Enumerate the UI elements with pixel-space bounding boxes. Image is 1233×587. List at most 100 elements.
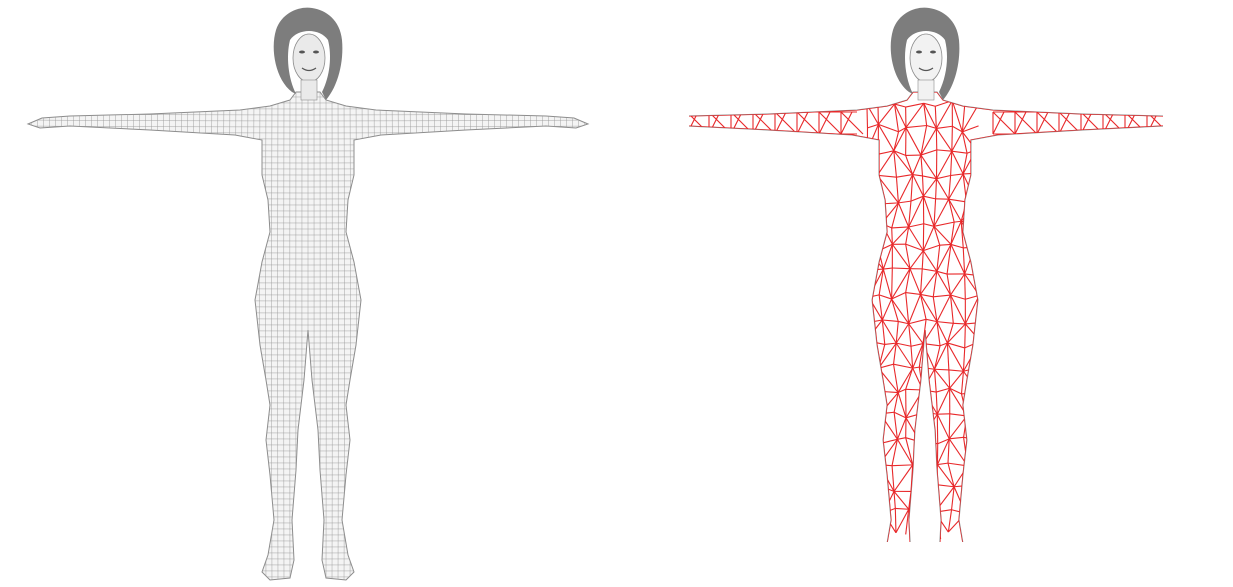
cage-edge — [965, 324, 966, 348]
mesh-line — [157, 90, 159, 587]
cage-edge — [923, 390, 926, 412]
cage-edge — [867, 104, 868, 127]
cage-edge — [877, 154, 878, 175]
cage-edge — [865, 173, 866, 202]
mesh-line — [20, 546, 600, 547]
mesh-line — [410, 90, 411, 587]
mesh-line — [20, 582, 600, 583]
mesh-line — [434, 90, 435, 587]
mesh-line — [193, 90, 194, 587]
cage-edge — [952, 126, 953, 151]
mesh-line — [20, 552, 600, 553]
mesh-line — [217, 90, 218, 587]
cage-figure — [617, 0, 1233, 587]
mesh-line — [20, 510, 600, 511]
cage-edge — [869, 465, 879, 466]
mesh-line — [253, 90, 254, 587]
mesh-line — [20, 570, 600, 571]
mesh-line — [458, 90, 460, 587]
cage-edge — [868, 466, 869, 487]
mesh-line — [41, 90, 44, 587]
mesh-line — [72, 90, 74, 587]
mesh-line — [138, 90, 140, 587]
mesh-line — [20, 390, 600, 391]
cage-edge — [966, 513, 982, 538]
mesh-line — [476, 90, 478, 587]
cage-edge — [878, 102, 895, 104]
cage-edge — [867, 151, 868, 173]
mesh-line — [241, 90, 242, 587]
cage-edge — [949, 370, 950, 388]
mesh-line — [572, 90, 575, 587]
mesh-line — [223, 90, 224, 587]
mesh-line — [17, 90, 20, 587]
dense-mesh-figure — [0, 0, 616, 587]
mesh-line — [20, 516, 600, 517]
mesh-line — [524, 90, 526, 587]
neck — [918, 80, 934, 100]
mesh-line — [380, 90, 381, 587]
cage-edge — [865, 202, 884, 204]
mesh-line — [548, 90, 550, 587]
cage-edge — [922, 463, 923, 491]
mesh-line — [20, 432, 600, 433]
mesh-line — [20, 408, 600, 409]
mesh-line — [20, 528, 600, 529]
mesh-line — [20, 438, 600, 439]
mesh-line — [20, 492, 600, 493]
cage-edge — [968, 466, 976, 487]
mesh-line — [66, 90, 68, 587]
mesh-line — [20, 468, 600, 469]
mesh-line — [596, 90, 599, 587]
face — [910, 34, 942, 82]
mesh-line — [47, 90, 50, 587]
neck — [301, 80, 317, 100]
mesh-line — [211, 90, 212, 587]
mesh-line — [20, 498, 600, 499]
mesh-line — [584, 90, 587, 587]
mesh-line — [53, 90, 56, 587]
cage-edge — [952, 101, 965, 102]
mesh-line — [20, 522, 600, 523]
mesh-line — [536, 90, 538, 587]
cage-edge — [879, 224, 882, 251]
mesh-line — [404, 90, 405, 587]
mesh-line — [422, 90, 423, 587]
cage-edge — [867, 151, 878, 155]
mesh-line — [20, 486, 600, 487]
cage-edge — [967, 416, 983, 441]
mesh-line — [20, 474, 600, 475]
cage-edge — [868, 487, 884, 513]
mesh-line — [386, 90, 387, 587]
mesh-line — [20, 420, 600, 421]
mesh-line — [60, 90, 62, 587]
mesh-line — [120, 90, 122, 587]
cage-edge — [965, 101, 980, 102]
cage-edge — [866, 513, 884, 516]
mesh-line — [20, 540, 600, 541]
mesh-line — [530, 90, 532, 587]
cage-edge — [920, 442, 937, 465]
mesh-line — [20, 564, 600, 565]
cage-edge — [920, 412, 926, 442]
cage-edge — [966, 513, 968, 540]
cage-edge — [968, 441, 983, 466]
mesh-line — [229, 90, 230, 587]
mesh-line — [470, 90, 472, 587]
cage-figure-panel — [617, 0, 1233, 587]
mesh-line — [20, 480, 600, 481]
mesh-line — [20, 372, 600, 373]
mesh-line — [464, 90, 466, 587]
cage-edge — [868, 365, 878, 368]
cage-wireframe — [687, 101, 1169, 540]
cage-edge — [865, 202, 882, 223]
cage-edge — [868, 485, 878, 487]
cage-edge — [922, 512, 934, 537]
cage-edge — [913, 463, 922, 465]
mesh-line — [362, 90, 363, 587]
cage-edge — [968, 464, 980, 466]
cage-edge — [892, 268, 893, 299]
mesh-line — [102, 90, 104, 587]
right-hand — [1163, 110, 1213, 136]
cage-edge — [863, 223, 882, 224]
